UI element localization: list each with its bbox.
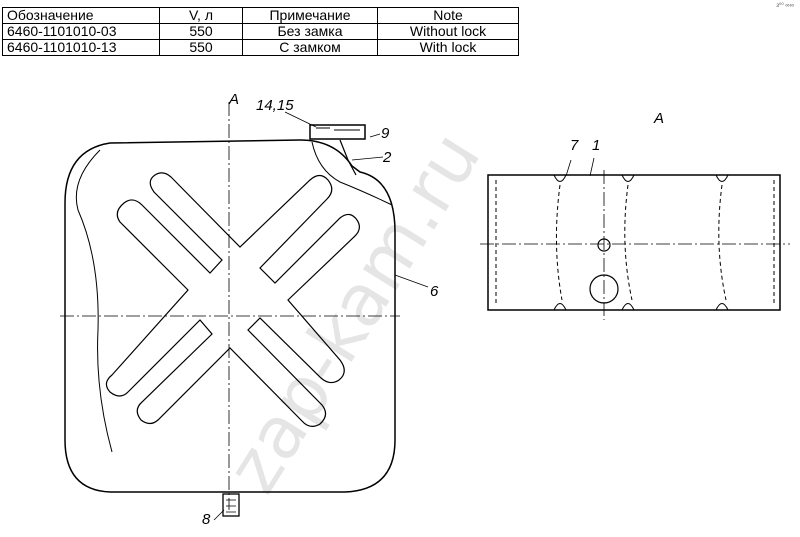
embossed-x: [105, 172, 360, 427]
spec-table: Обозначение V, л Примечание Note 6460-11…: [2, 7, 519, 56]
table-row: 6460-1101010-13 550 С замком With lock: [2, 39, 519, 56]
section-label-a: А: [229, 91, 240, 108]
callout-9: 9: [381, 125, 390, 142]
filler-recess: [311, 141, 393, 206]
drain-thread: [226, 499, 236, 513]
callout-1: 1: [592, 137, 601, 154]
view-label-a: А: [654, 110, 665, 127]
cap-neck: [339, 139, 357, 176]
drain-plug: [222, 493, 240, 517]
cap-hatch: [316, 127, 360, 131]
callout-14-15: 14,15: [256, 97, 294, 114]
callout-6: 6: [430, 283, 439, 300]
cell-volume: 550: [159, 39, 243, 56]
callout-7: 7: [570, 137, 579, 154]
callout-8: 8: [202, 511, 211, 528]
cell-designation: 6460-1101010-03: [2, 23, 160, 40]
tank-outline: [64, 139, 396, 493]
tank-side-contour: [75, 149, 113, 453]
cell-note-ru: С замком: [242, 39, 378, 56]
filler-cap: [309, 124, 366, 140]
corner-mark: з⁰⁰ ∞∞: [776, 3, 794, 9]
side-view-outline: [487, 174, 781, 311]
cell-note-en: With lock: [377, 39, 519, 56]
callout-2: 2: [383, 149, 392, 166]
